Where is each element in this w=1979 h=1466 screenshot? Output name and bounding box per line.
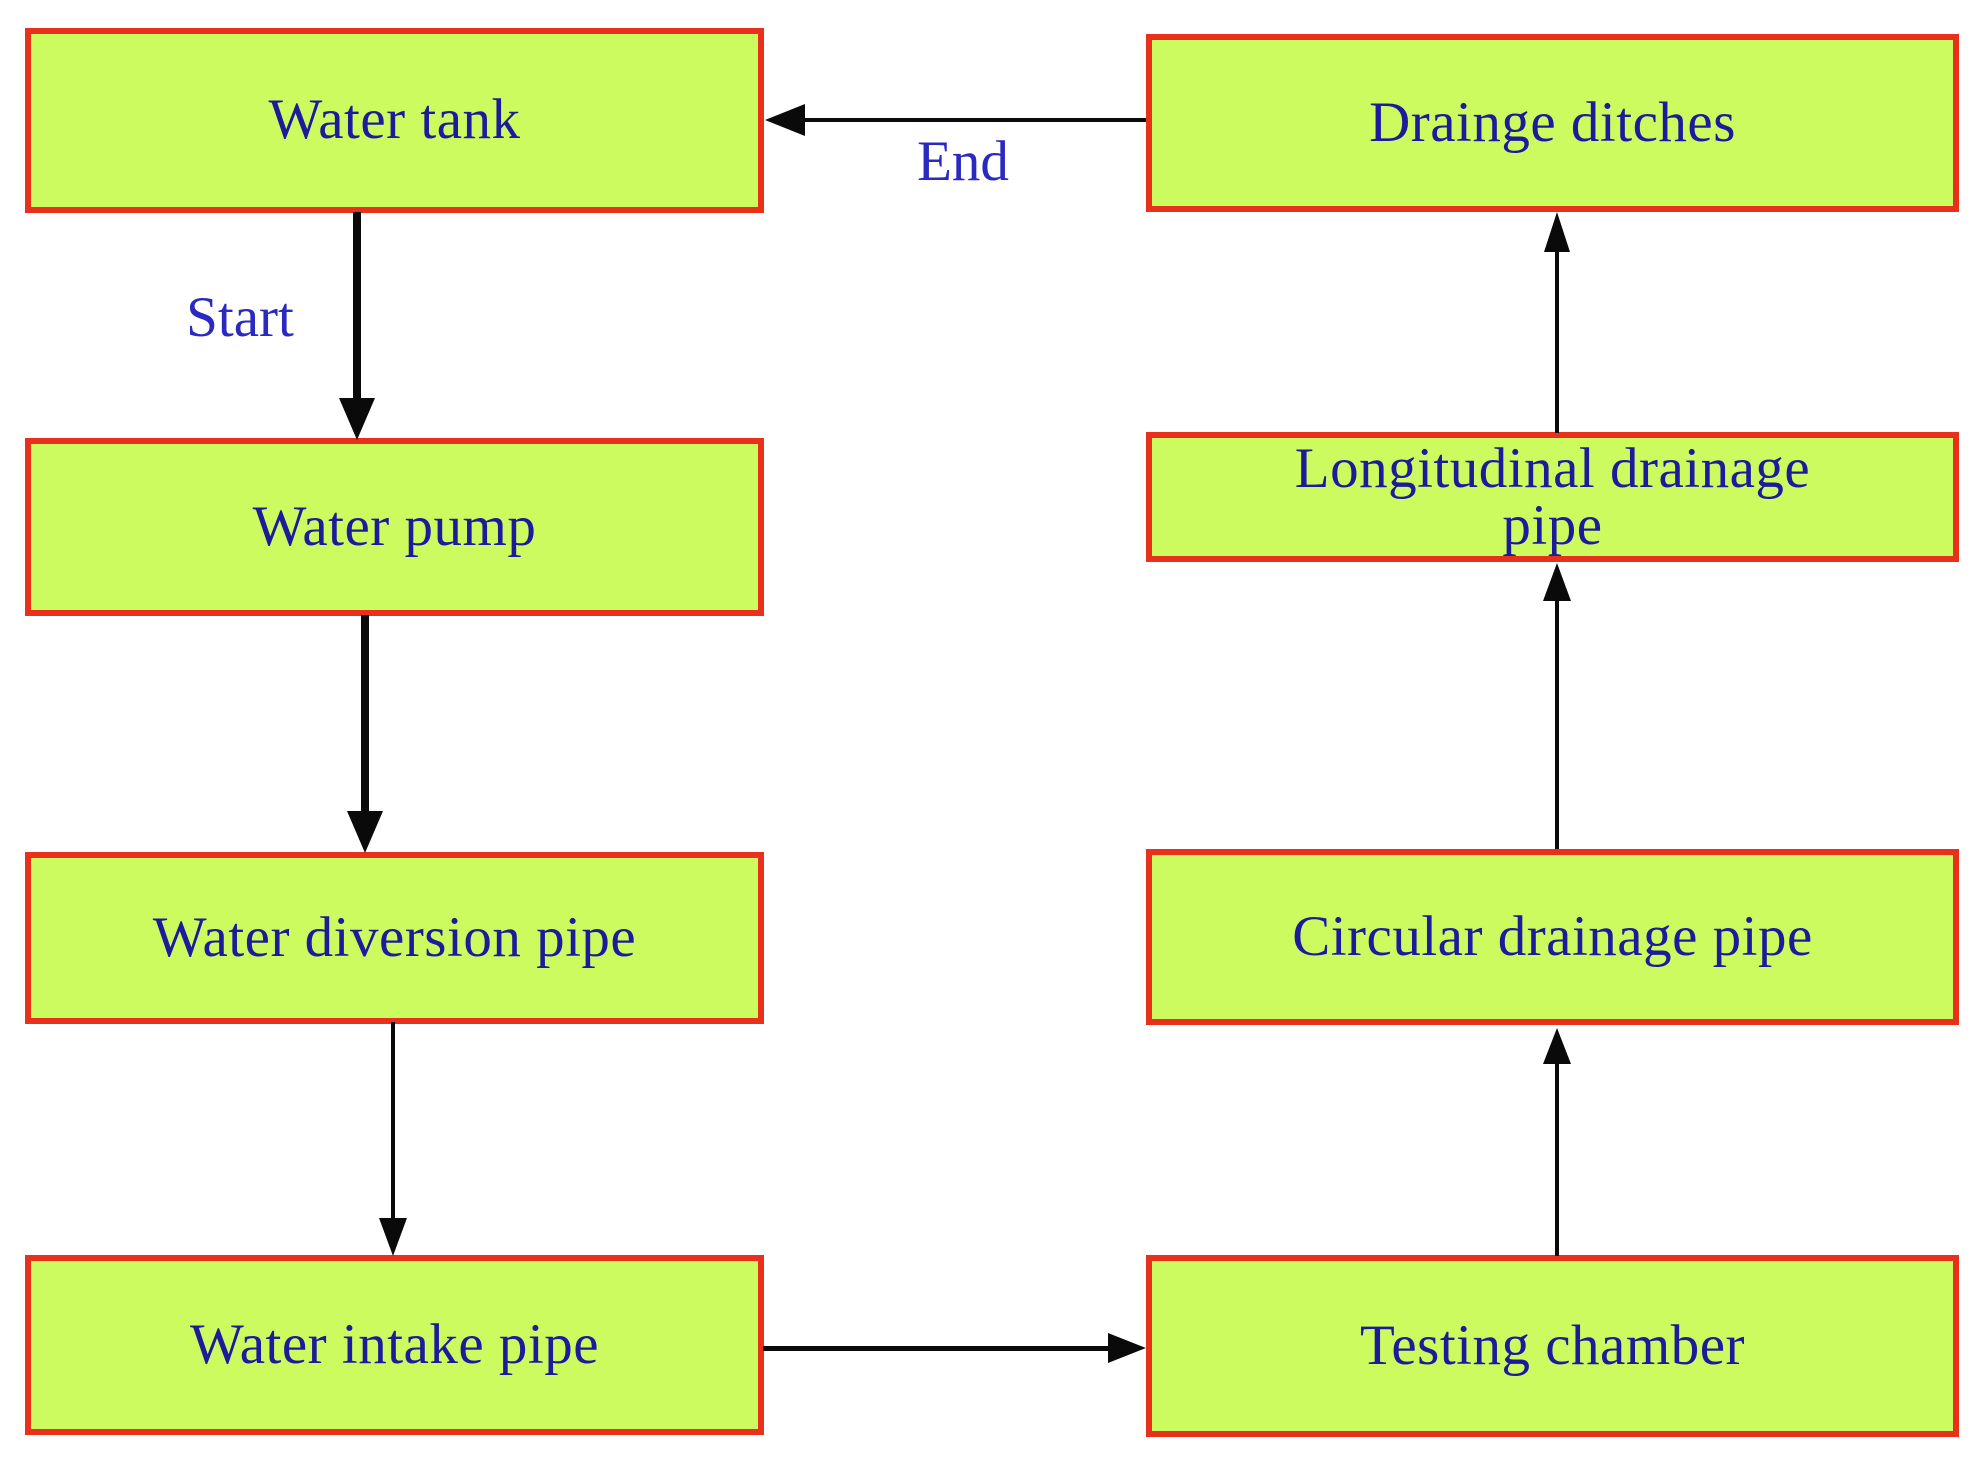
- arrow-shaft: [1555, 1064, 1559, 1256]
- arrowhead-down-icon: [339, 398, 375, 440]
- arrowhead-left-icon: [765, 104, 805, 136]
- edge-label-end: End: [917, 130, 1009, 193]
- node-testing-chamber: Testing chamber: [1146, 1255, 1959, 1437]
- node-water-pump: Water pump: [25, 438, 764, 616]
- arrow-shaft: [391, 1022, 395, 1218]
- arrowhead-up-icon: [1543, 1028, 1571, 1064]
- arrow-shaft: [353, 212, 361, 398]
- arrowhead-down-icon: [347, 811, 383, 853]
- node-circular-drainage-pipe: Circular drainage pipe: [1146, 849, 1959, 1025]
- node-water-intake-pipe: Water intake pipe: [25, 1255, 764, 1435]
- arrowhead-up-icon: [1543, 563, 1571, 601]
- edge-label-start: Start: [186, 286, 294, 349]
- arrowhead-down-icon: [379, 1218, 407, 1256]
- arrow-shaft: [361, 615, 369, 811]
- node-water-tank: Water tank: [25, 28, 764, 213]
- arrowhead-up-icon: [1544, 212, 1570, 252]
- arrowhead-right-icon: [1108, 1333, 1146, 1363]
- node-water-diversion-pipe: Water diversion pipe: [25, 852, 764, 1024]
- arrow-shaft: [805, 118, 1146, 122]
- arrow-shaft: [1555, 601, 1559, 849]
- node-longitudinal-drainage-pipe: Longitudinal drainage pipe: [1146, 432, 1959, 562]
- node-drainage-ditches: Drainge ditches: [1146, 34, 1959, 212]
- arrow-shaft: [1555, 252, 1559, 433]
- arrow-shaft: [763, 1346, 1110, 1351]
